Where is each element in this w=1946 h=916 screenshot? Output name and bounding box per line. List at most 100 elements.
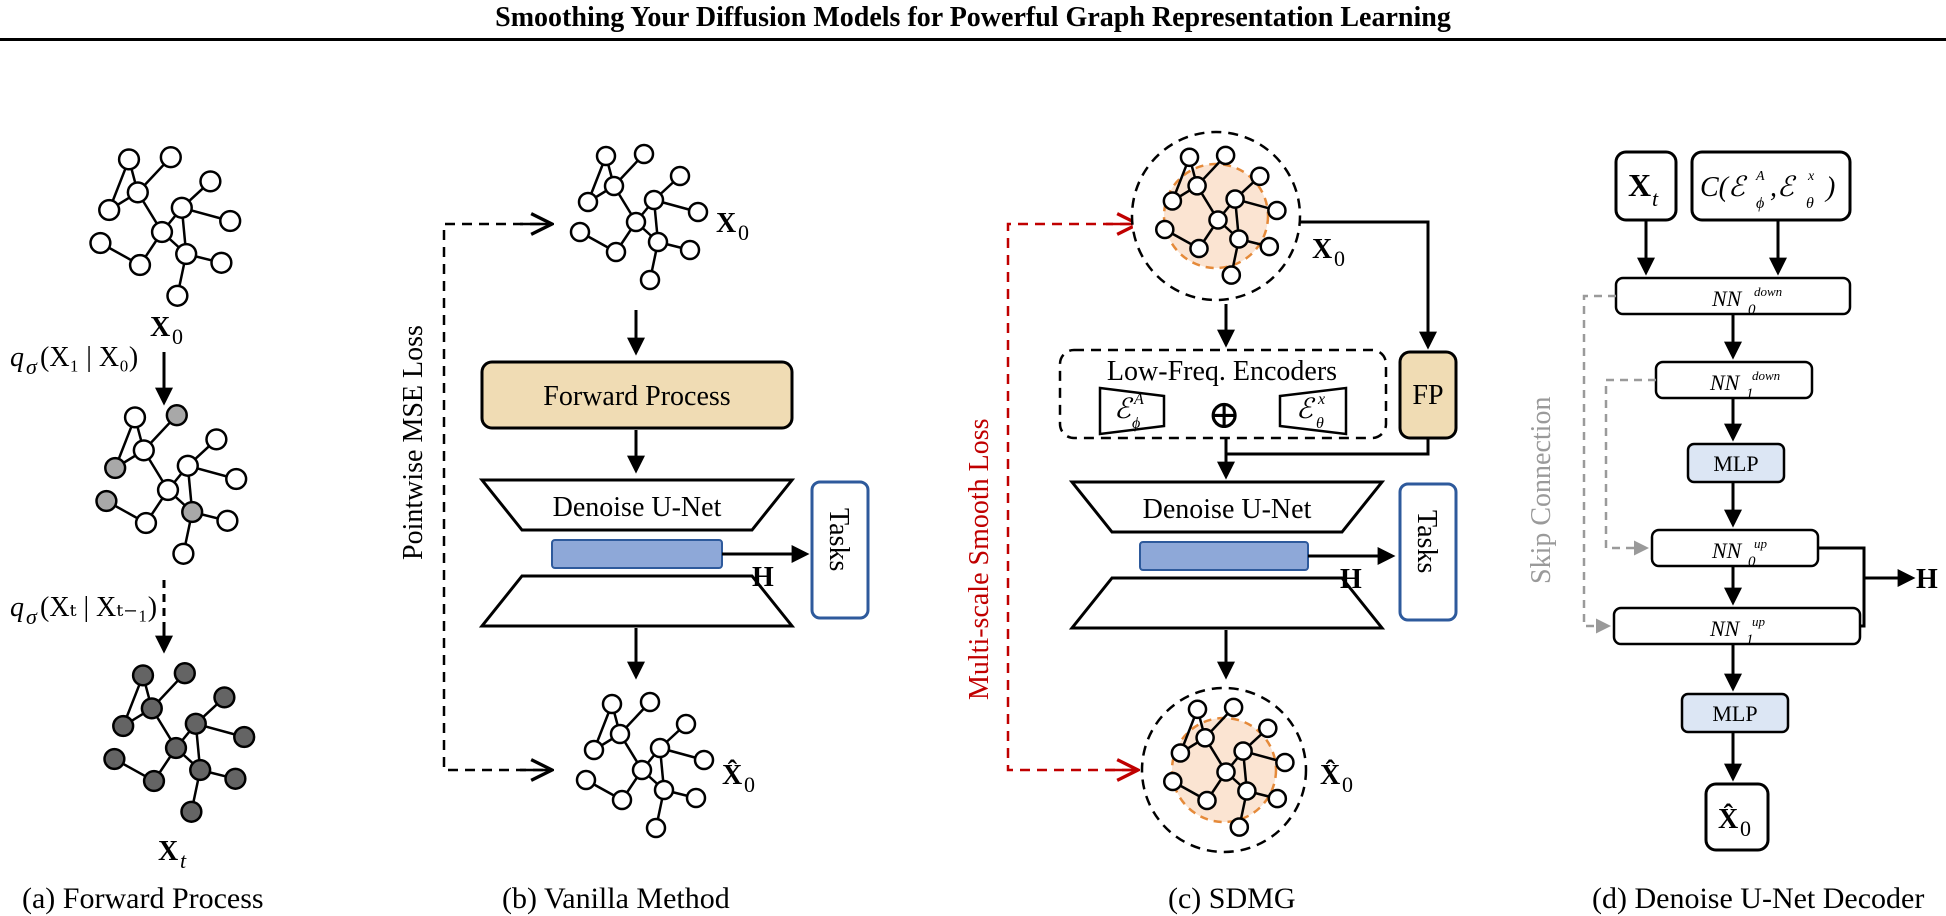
cond-end: ) [1824, 172, 1835, 203]
tasks-box-b [810, 480, 870, 620]
graph-node [1155, 219, 1175, 240]
skip-connection-label: Skip Connection [1526, 397, 1557, 584]
encoder-a-shape [1098, 386, 1166, 436]
encoders-title: Low-Freq. Encoders [1107, 356, 1337, 387]
graph-node [569, 221, 591, 243]
graph-node [639, 269, 661, 291]
graph-node [128, 253, 152, 277]
graph-node [675, 713, 697, 735]
tasks-label-c: Tasks [1411, 510, 1442, 573]
arrow-to-fp [1300, 220, 1437, 350]
forward-process-box [480, 360, 794, 430]
enc-x-label: ℰ [1296, 394, 1316, 425]
graph-node [1216, 762, 1236, 782]
graph-node [210, 251, 233, 274]
graph-node [131, 664, 155, 687]
graph-node [653, 779, 675, 801]
graph-node [625, 211, 647, 233]
graph-node [1250, 166, 1270, 187]
denoise-unet-label-b: Denoise U-Net [553, 492, 722, 523]
nn1-up-sup: up [1752, 614, 1766, 629]
graph-node [89, 231, 112, 255]
graph-node [181, 500, 204, 524]
graph-node [611, 789, 633, 811]
graph-node [205, 428, 228, 451]
graph-node [1237, 781, 1257, 801]
graph-node [605, 241, 627, 263]
q1-label: q [10, 342, 24, 373]
skip-conn-0 [1582, 294, 1616, 634]
condition-box [1690, 150, 1852, 222]
x0hat-sub-b: 0 [744, 772, 755, 797]
caption-b: (b) Vanilla Method [502, 882, 730, 915]
graph-x1-a [95, 404, 248, 565]
forward-process-label: Forward Process [543, 381, 730, 412]
graph-node [633, 143, 655, 165]
graph-node [104, 456, 127, 480]
graph-node [687, 201, 709, 223]
x0-label-a: X [150, 312, 170, 343]
x0hat-sub-c: 0 [1342, 772, 1353, 797]
latent-bar-c [1139, 541, 1309, 571]
graph-node [575, 769, 597, 791]
graph-node [1162, 191, 1183, 211]
cond-label: C(ℰ [1700, 172, 1748, 203]
graph-node [165, 404, 188, 427]
skip-conn-1 [1604, 378, 1656, 556]
encoder-x-shape [1278, 386, 1348, 436]
graph-node [577, 191, 599, 213]
nn1-down-label: NN [1709, 370, 1741, 395]
graph-node [123, 406, 147, 429]
graph-node [189, 758, 212, 782]
graph-node [1215, 145, 1236, 166]
graph-node [112, 714, 135, 738]
xt-input-sub: t [1652, 186, 1659, 211]
panel-c: Multi-scale Smooth Loss X 0 Low-Freq. En… [964, 130, 1458, 915]
cond-x-sub: θ [1806, 195, 1814, 212]
tasks-label-b: Tasks [823, 508, 854, 571]
x0-sub-b: 0 [738, 220, 749, 245]
enc-a-label: ℰ [1114, 394, 1134, 425]
graph-node [95, 489, 118, 513]
graph-x0-c [1155, 145, 1287, 285]
graph-node [1221, 265, 1242, 285]
fp-label: FP [1412, 380, 1443, 411]
title-rule [0, 38, 1946, 41]
h-label-b: H [752, 562, 774, 593]
graph-node [583, 739, 605, 761]
panel-d: X t C(ℰ A ϕ ,ℰ x θ ) NN 0 down NN 1 down… [1526, 150, 1938, 915]
graph-node [172, 542, 195, 565]
graph-node [233, 725, 256, 749]
pointwise-loss-label: Pointwise MSE Loss [398, 325, 429, 560]
graph-node [679, 239, 701, 261]
panel-a: X 0 q σ (X₁ | X₀) q σ (Xₜ | Xₜ₋₁) X t (a… [10, 146, 264, 915]
graph-xt-a [103, 662, 256, 823]
denoise-unet-label-c: Denoise U-Net [1143, 494, 1312, 525]
graph-node [150, 220, 174, 244]
graph-node [639, 691, 661, 713]
h-label-c: H [1340, 564, 1362, 595]
nn0-up-sup: up [1754, 536, 1768, 551]
enc-x-sup: x [1317, 391, 1325, 408]
graph-node [609, 723, 631, 745]
unet-decoder-b [478, 574, 796, 628]
nn0-down-sub: 0 [1748, 302, 1756, 318]
panel-b: Pointwise MSE Loss X 0 Forward Process D… [398, 143, 870, 915]
unet-encoder-c [1068, 480, 1386, 534]
nn1-up-label: NN [1709, 616, 1741, 641]
graph-node [1259, 236, 1280, 257]
graph-node [117, 148, 141, 171]
graph-node [103, 747, 126, 771]
nn0-up-sub: 0 [1748, 554, 1756, 570]
graph-node [1208, 210, 1228, 230]
graph-node [213, 686, 236, 709]
graph-node [216, 509, 239, 532]
graph-x0-a [89, 146, 242, 307]
x0hat-output-sub: 0 [1740, 816, 1751, 841]
loss-bracket-c [1006, 222, 1136, 772]
caption-c: (c) SDMG [1168, 882, 1296, 915]
latent-bar-b [551, 539, 723, 569]
graph-node [645, 817, 667, 839]
graph-node [1275, 752, 1295, 773]
graph-node [1223, 697, 1244, 718]
